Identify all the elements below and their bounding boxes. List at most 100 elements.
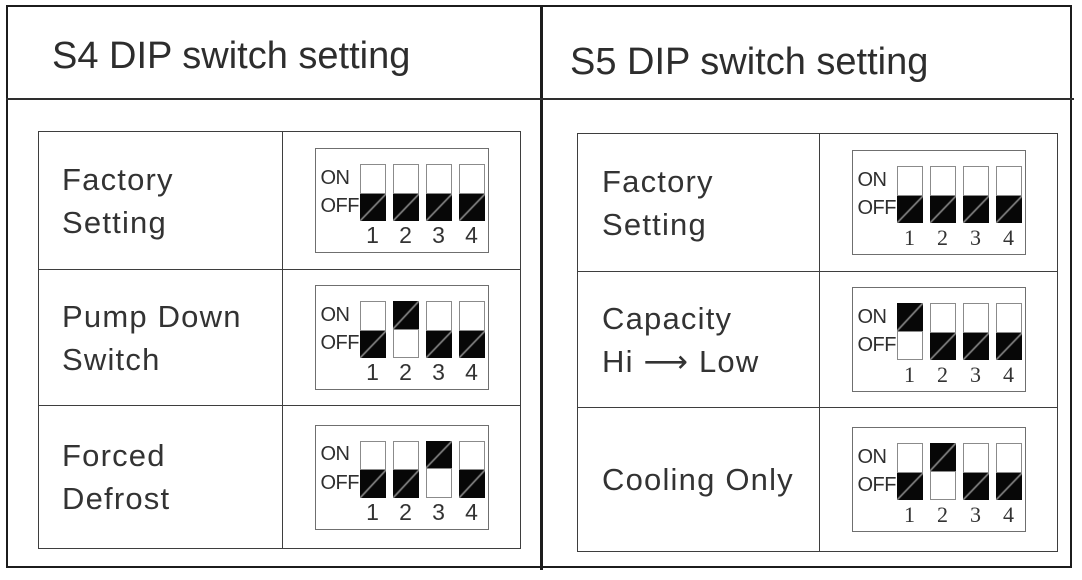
switch-on-position xyxy=(392,164,419,194)
row-switch-cell: ON OFF 1 xyxy=(283,132,520,270)
row-label: Factory Setting xyxy=(39,132,283,270)
switch-off-position xyxy=(962,332,989,360)
on-label: ON xyxy=(857,168,888,191)
switch-number: 3 xyxy=(432,359,445,385)
dip-switch-column: 2 xyxy=(392,164,419,252)
off-label: OFF xyxy=(320,332,360,355)
switch-on-position xyxy=(962,303,989,333)
switch-number: 2 xyxy=(399,359,412,385)
switch-on-position xyxy=(929,166,956,196)
switch-number: 4 xyxy=(465,359,478,385)
dip-switch-column: 4 xyxy=(458,164,485,252)
dip-switch-2 xyxy=(392,301,419,358)
switch-number: 4 xyxy=(1003,362,1014,387)
dip-switch-column: 2 xyxy=(929,303,956,391)
row-switch-cell: ON OFF 1 xyxy=(820,408,1057,551)
switch-off-position xyxy=(392,193,419,221)
onoff-labels: ON OFF xyxy=(321,164,360,221)
onoff-labels: ON OFF xyxy=(858,443,897,500)
switch-number: 1 xyxy=(904,225,915,250)
switch-number: 3 xyxy=(970,502,981,527)
switch-columns: 1 2 xyxy=(896,443,1022,531)
dip-switch-3 xyxy=(425,164,452,221)
switch-on-position xyxy=(359,301,386,331)
switch-on-position xyxy=(896,443,923,473)
dip-switch-column: 4 xyxy=(458,440,485,529)
switch-off-position xyxy=(962,472,989,500)
on-label: ON xyxy=(320,303,351,326)
dip-switch-box: ON OFF 1 xyxy=(314,148,489,253)
row-switch-cell: ON OFF 1 xyxy=(283,406,520,548)
switch-on-position xyxy=(458,440,485,470)
switch-on-position xyxy=(458,164,485,194)
dip-switch-1 xyxy=(359,164,386,221)
switch-off-position xyxy=(929,332,956,360)
dip-switch-2 xyxy=(929,303,956,360)
row-label: Capacity Hi ⟶ Low xyxy=(578,272,820,408)
switch-on-position xyxy=(896,303,923,331)
switch-on-position xyxy=(995,303,1022,333)
switch-number: 3 xyxy=(970,225,981,250)
switch-off-position xyxy=(995,472,1022,500)
switch-on-position xyxy=(392,440,419,470)
dip-switch-column: 1 xyxy=(896,303,923,391)
onoff-labels: ON OFF xyxy=(858,166,897,223)
dip-switch-1 xyxy=(359,440,386,498)
switch-on-position xyxy=(359,164,386,194)
switch-on-position xyxy=(995,443,1022,473)
switch-number: 3 xyxy=(432,222,445,248)
dip-switch-1 xyxy=(896,443,923,500)
switch-columns: 1 2 xyxy=(896,303,1022,391)
row-switch-cell: ON OFF 1 xyxy=(820,134,1057,272)
row-label: Pump Down Switch xyxy=(39,270,283,406)
onoff-labels: ON OFF xyxy=(321,441,360,498)
switch-number: 1 xyxy=(904,502,915,527)
switch-off-position xyxy=(425,330,452,358)
off-label: OFF xyxy=(857,474,897,497)
off-label: OFF xyxy=(857,197,897,220)
s5-settings-table: Factory Setting ON OFF 1 xyxy=(577,133,1058,552)
dip-switch-3 xyxy=(962,166,989,223)
switch-number: 3 xyxy=(970,362,981,387)
switch-off-position xyxy=(359,193,386,221)
switch-on-position xyxy=(929,443,956,471)
dip-switch-2 xyxy=(929,166,956,223)
switch-on-position xyxy=(962,166,989,196)
dip-switch-column: 2 xyxy=(392,301,419,389)
switch-number: 3 xyxy=(432,498,445,525)
dip-switch-4 xyxy=(995,443,1022,500)
dip-switch-box: ON OFF 1 xyxy=(314,285,489,390)
outer-frame xyxy=(6,5,1072,568)
dip-switch-column: 1 xyxy=(359,164,386,252)
switch-on-position xyxy=(458,301,485,331)
dip-switch-box: ON OFF 1 xyxy=(851,427,1026,532)
dip-switch-4 xyxy=(995,303,1022,360)
s4-settings-table: Factory Setting ON OFF 1 xyxy=(38,131,521,549)
dip-switch-box: ON OFF 1 xyxy=(851,287,1026,392)
dip-switch-4 xyxy=(458,440,485,498)
switch-off-position xyxy=(359,470,386,498)
dip-switch-column: 1 xyxy=(359,440,386,529)
row-switch-cell: ON OFF 1 xyxy=(283,270,520,406)
dip-switch-column: 2 xyxy=(929,443,956,531)
switch-on-position xyxy=(425,440,452,468)
panel-title-s5: S5 DIP switch setting xyxy=(570,41,929,83)
panel-divider xyxy=(540,5,543,570)
on-label: ON xyxy=(857,445,888,468)
switch-columns: 1 2 xyxy=(359,301,485,389)
switch-off-position xyxy=(896,195,923,223)
row-label: Forced Defrost xyxy=(39,406,283,548)
switch-off-position xyxy=(425,468,452,498)
dip-switch-4 xyxy=(995,166,1022,223)
dip-switch-column: 1 xyxy=(896,166,923,254)
off-label: OFF xyxy=(857,334,897,357)
off-label: OFF xyxy=(320,195,360,218)
switch-off-position xyxy=(962,195,989,223)
switch-columns: 1 2 xyxy=(359,440,485,529)
row-label: Cooling Only xyxy=(578,408,820,551)
switch-off-position xyxy=(458,330,485,358)
switch-off-position xyxy=(458,470,485,498)
switch-number: 2 xyxy=(399,498,412,525)
dip-switch-column: 3 xyxy=(425,440,452,529)
dip-switch-2 xyxy=(392,440,419,498)
